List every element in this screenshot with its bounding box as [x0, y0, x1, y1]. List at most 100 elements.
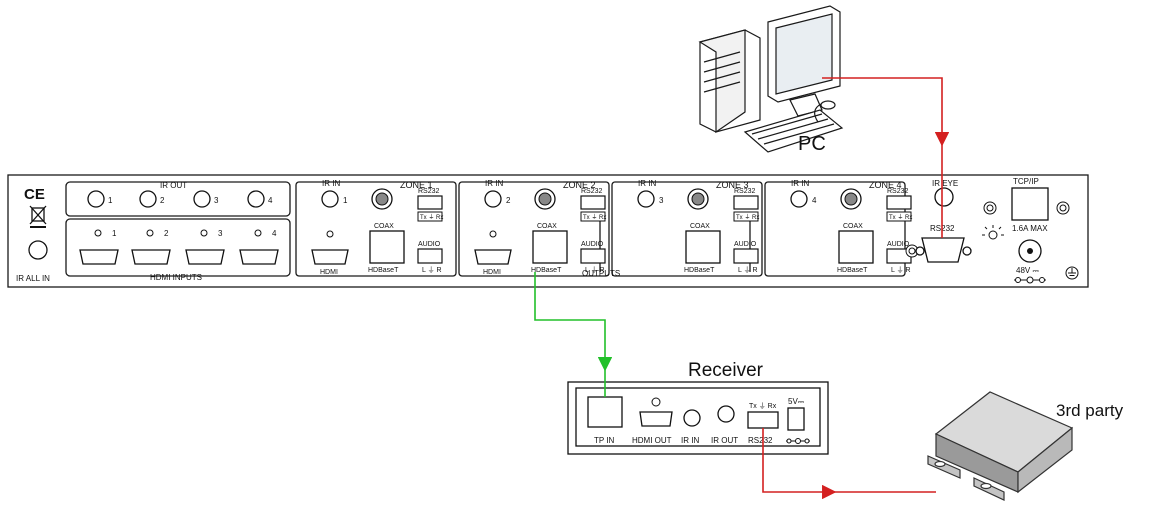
rs232-port — [733, 195, 759, 210]
ir-out-label: IR OUT — [160, 181, 187, 190]
tp-in-label: TP IN — [594, 436, 615, 445]
receiver-dc-label: 5V⎓ — [788, 397, 805, 406]
txrx-label: Tx ⏚ Rx — [889, 214, 912, 221]
rs232-db9-port — [915, 237, 972, 263]
txrx-box — [417, 211, 443, 222]
rs232-cable-receiver — [762, 428, 837, 500]
coax-label: COAX — [843, 223, 863, 230]
receiver-led — [651, 397, 661, 407]
hdmi-input-number: 4 — [272, 229, 277, 238]
pc-icon — [698, 5, 844, 153]
third-party-label: 3rd party — [1056, 401, 1124, 420]
txrx-box — [886, 211, 912, 222]
tp-in-port — [587, 396, 623, 428]
ir-out-jack — [87, 190, 105, 208]
audio-lr-label: L ⏚ R — [738, 266, 758, 274]
receiver-hdmi-out-port — [639, 411, 673, 427]
ir-out-number: 1 — [108, 196, 113, 205]
audio-label: AUDIO — [418, 241, 441, 248]
receiver-ir-in-label: IR IN — [681, 436, 699, 445]
hdmi-output-port — [311, 249, 349, 265]
ir-out-jack — [247, 190, 265, 208]
ir-in-label: IR IN — [791, 179, 809, 188]
power-jack-pin — [1027, 248, 1033, 254]
rs232-port — [580, 195, 606, 210]
polarity-icon — [1014, 276, 1046, 284]
rs232-port — [417, 195, 443, 210]
power-rating-label: 1.6A MAX — [1012, 224, 1048, 233]
ir-in-number: 1 — [343, 196, 348, 205]
ir-in-number: 3 — [659, 196, 664, 205]
rs232-label: RS232 — [418, 188, 440, 195]
zone-title: ZONE 4 — [869, 180, 902, 190]
rs232-label: RS232 — [581, 188, 603, 195]
hdbaset-port — [838, 230, 874, 264]
hdmi-input-led — [254, 229, 262, 237]
hdmi-input-port — [79, 249, 119, 265]
receiver-rs232-port — [747, 411, 779, 429]
rs232-label: RS232 — [887, 188, 909, 195]
hdmi-out-label: HDMI OUT — [632, 436, 672, 445]
hdmi-input-number: 1 — [112, 229, 117, 238]
ground-icon — [1065, 266, 1079, 280]
hdbaset-cable — [534, 272, 613, 372]
ir-in-jack — [484, 190, 502, 208]
receiver-rs232-label: RS232 — [748, 436, 773, 445]
receiver-ir-in-jack — [683, 409, 701, 427]
rs232-label: RS232 — [734, 188, 756, 195]
audio-label: AUDIO — [581, 241, 604, 248]
hdmi-output-label: HDMI — [320, 269, 338, 276]
hdmi-input-number: 2 — [164, 229, 169, 238]
ir-out-jack — [139, 190, 157, 208]
pc-label: PC — [798, 133, 826, 155]
hdmi-output-label: HDMI — [483, 269, 501, 276]
ir-in-label: IR IN — [638, 179, 656, 188]
third-party-device-icon — [927, 391, 1074, 501]
ir-out-number: 3 — [214, 196, 219, 205]
txrx-label: Tx ⏚ Rx — [736, 214, 759, 221]
hdbaset-label: HDBaseT — [368, 267, 399, 274]
ir-out-number: 4 — [268, 196, 273, 205]
audio-lr-label: L ⏚ R — [891, 266, 911, 274]
txrx-label: Tx ⏚ Rx — [420, 214, 443, 221]
ir-in-label: IR IN — [322, 179, 340, 188]
hdmi-input-led — [94, 229, 102, 237]
zone-title: ZONE 1 — [400, 180, 433, 190]
audio-lr-label: L ⏚ R — [585, 266, 605, 274]
ir-eye-sensor — [934, 187, 954, 207]
hdmi-input-ports: 1 2 3 4 — [79, 229, 279, 265]
coax-connector-core — [375, 192, 389, 206]
ir-in-number: 4 — [812, 196, 817, 205]
hdbaset-label: HDBaseT — [837, 267, 868, 274]
tcp-ip-port — [1011, 187, 1049, 221]
hdmi-output-led — [326, 230, 334, 238]
hdmi-input-port — [131, 249, 171, 265]
hdbaset-port — [532, 230, 568, 264]
matrix-rear-panel — [7, 174, 1089, 288]
txrx-box — [733, 211, 759, 222]
voltage-label: 48V ⎓ — [1016, 266, 1039, 275]
ir-out-jack — [193, 190, 211, 208]
weee-bin-icon — [29, 205, 47, 228]
hdbaset-port — [685, 230, 721, 264]
outputs-label: OUTPUTS — [582, 269, 620, 278]
ir-eye-label: IR EYE — [932, 179, 958, 188]
zone-title: ZONE 3 — [716, 180, 749, 190]
hdmi-input-number: 3 — [218, 229, 223, 238]
coax-connector-core — [844, 192, 858, 206]
power-led-icon — [982, 225, 1004, 240]
coax-connector-core — [538, 192, 552, 206]
coax-label: COAX — [537, 223, 557, 230]
audio-port — [417, 248, 443, 264]
txrx-box — [580, 211, 606, 222]
audio-lr-label: L ⏚ R — [422, 266, 442, 274]
hdmi-inputs-label: HDMI INPUTS — [150, 273, 202, 282]
audio-port — [733, 248, 759, 264]
ir-in-jack — [321, 190, 339, 208]
hdmi-output-led — [489, 230, 497, 238]
